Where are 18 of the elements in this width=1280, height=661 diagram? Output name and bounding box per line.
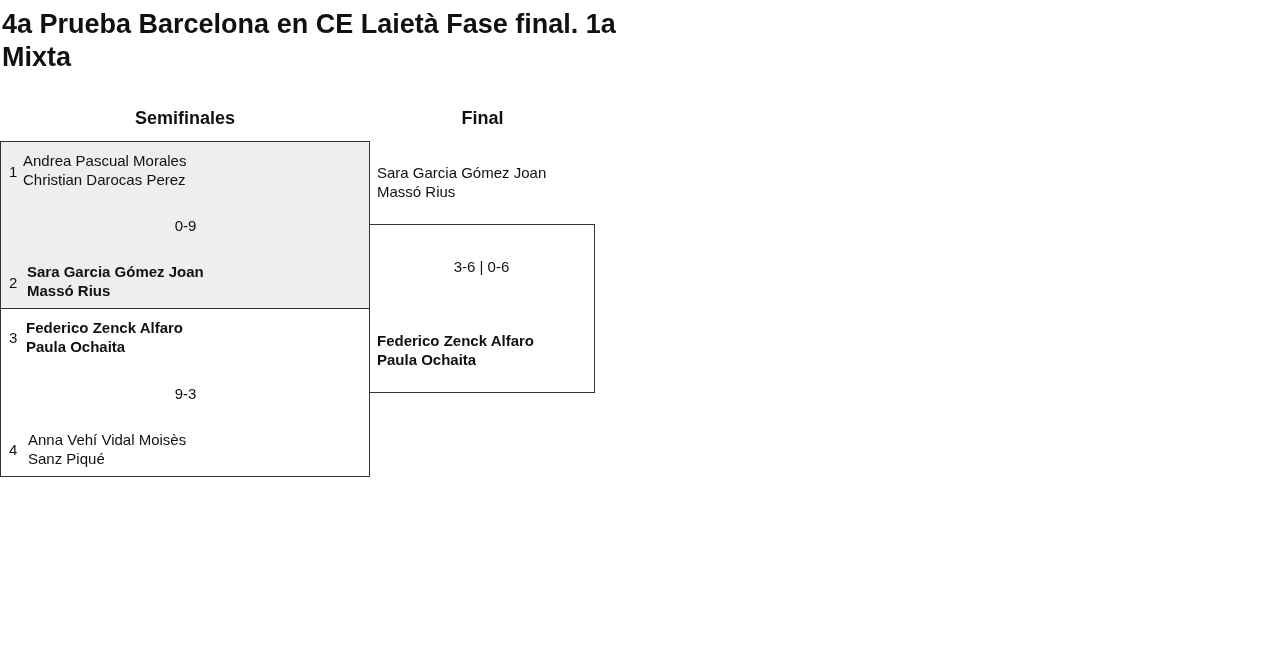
team-names: Sara Garcia Gómez Joan Massó Rius [27, 262, 205, 300]
seed-number: 1 [9, 162, 18, 181]
seed-number: 2 [9, 273, 18, 292]
match-score: 0-9 [173, 216, 198, 235]
match-box [0, 308, 370, 477]
team-names: Federico Zenck Alfaro Paula Ochaita [26, 318, 184, 356]
match-score: 3-6 | 0-6 [452, 257, 511, 276]
seed-number: 4 [9, 440, 18, 459]
team-names: Anna Vehí Vidal Moisès Sanz Piqué [28, 430, 188, 468]
bracket-title: 4a Prueba Barcelona en CE Laietà Fase final. 1a Mixta [2, 8, 617, 74]
seed-number: 3 [9, 328, 18, 347]
match-box [0, 141, 370, 309]
team-names: Andrea Pascual Morales Christian Darocas Perez [23, 151, 188, 189]
team-names: Federico Zenck Alfaro Paula Ochaita [377, 331, 535, 369]
team-names: Sara Garcia Gómez Joan Massó Rius [377, 163, 548, 201]
round-heading: Semifinales [133, 108, 236, 129]
round-heading: Final [460, 108, 505, 129]
match-score: 9-3 [173, 384, 198, 403]
